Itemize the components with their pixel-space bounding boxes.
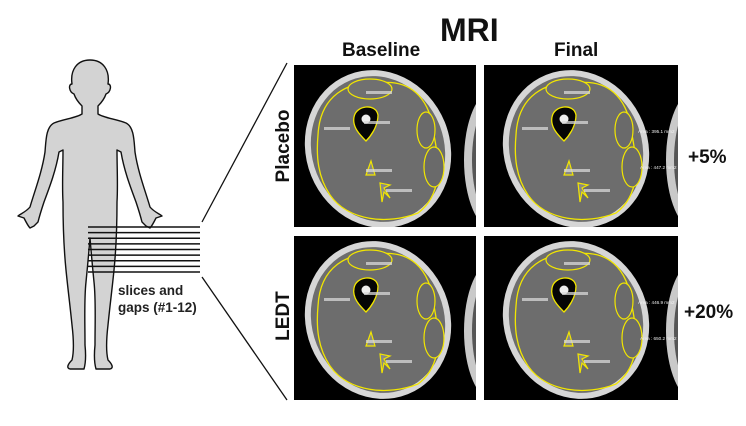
area-label-blur — [364, 121, 390, 124]
area-label-blur — [324, 127, 350, 130]
zoom-line-top — [201, 62, 288, 223]
sartorius-outline — [416, 111, 436, 149]
mri-ledt-baseline — [294, 236, 476, 400]
area-label: Area : 446.9 mm2 — [638, 300, 675, 305]
human-figure-diagram — [17, 59, 288, 401]
area-label-blur — [564, 262, 590, 265]
human-silhouette — [17, 59, 163, 370]
area-label-blur — [562, 121, 588, 124]
column-header-final: Final — [554, 40, 599, 61]
area-label-blur — [366, 340, 392, 343]
area-label: Area : 447.2 mm2 — [640, 165, 677, 170]
row-label-placebo: Placebo — [273, 109, 294, 183]
contralateral-leg — [666, 104, 678, 216]
rectus-femoris-outline — [545, 78, 591, 100]
change-ledt: +20% — [684, 302, 734, 323]
area-label: Area : 395.1 mm2 — [638, 129, 675, 134]
gracilis-outline — [621, 146, 643, 188]
area-label-blur — [522, 298, 548, 301]
sartorius-outline — [614, 282, 634, 320]
gracilis-outline — [621, 317, 643, 359]
area-label-blur — [522, 127, 548, 130]
sartorius-outline — [614, 111, 634, 149]
area-label-blur — [386, 360, 412, 363]
slices-label-line1: slices and — [118, 283, 184, 298]
area-label-blur — [324, 298, 350, 301]
mri-placebo-final: Area : 395.1 mm2 Area : 447.2 mm2 — [484, 65, 678, 227]
area-label-blur — [584, 189, 610, 192]
contralateral-leg — [666, 275, 678, 387]
zoom-line-bottom — [201, 276, 288, 401]
area-label-blur — [366, 262, 392, 265]
slice-lines — [88, 226, 200, 273]
area-label-blur — [564, 340, 590, 343]
column-header-baseline: Baseline — [342, 40, 421, 61]
slices-label: slices and gaps (#1-12) — [118, 282, 197, 316]
change-placebo: +5% — [688, 147, 727, 168]
area-label-blur — [364, 292, 390, 295]
area-label-blur — [366, 91, 392, 94]
area-label-blur — [562, 292, 588, 295]
rectus-femoris-outline — [545, 249, 591, 271]
sartorius-outline — [416, 282, 436, 320]
gracilis-outline — [423, 317, 445, 359]
area-label-blur — [386, 189, 412, 192]
rectus-femoris-outline — [347, 249, 393, 271]
gracilis-outline — [423, 146, 445, 188]
contralateral-leg — [464, 104, 476, 216]
contralateral-leg — [464, 275, 476, 387]
area-label-blur — [584, 360, 610, 363]
area-label-blur — [564, 91, 590, 94]
slices-label-line2: gaps (#1-12) — [118, 300, 197, 315]
rectus-femoris-outline — [347, 78, 393, 100]
area-label: Area : 650.2 mm2 — [640, 336, 677, 341]
area-label-blur — [366, 169, 392, 172]
row-label-ledt: LEDT — [273, 291, 294, 341]
mri-placebo-baseline — [294, 65, 476, 227]
area-label-blur — [564, 169, 590, 172]
mri-ledt-final: Area : 446.9 mm2 Area : 650.2 mm2 — [484, 236, 678, 400]
figure-title: MRI — [440, 12, 499, 48]
